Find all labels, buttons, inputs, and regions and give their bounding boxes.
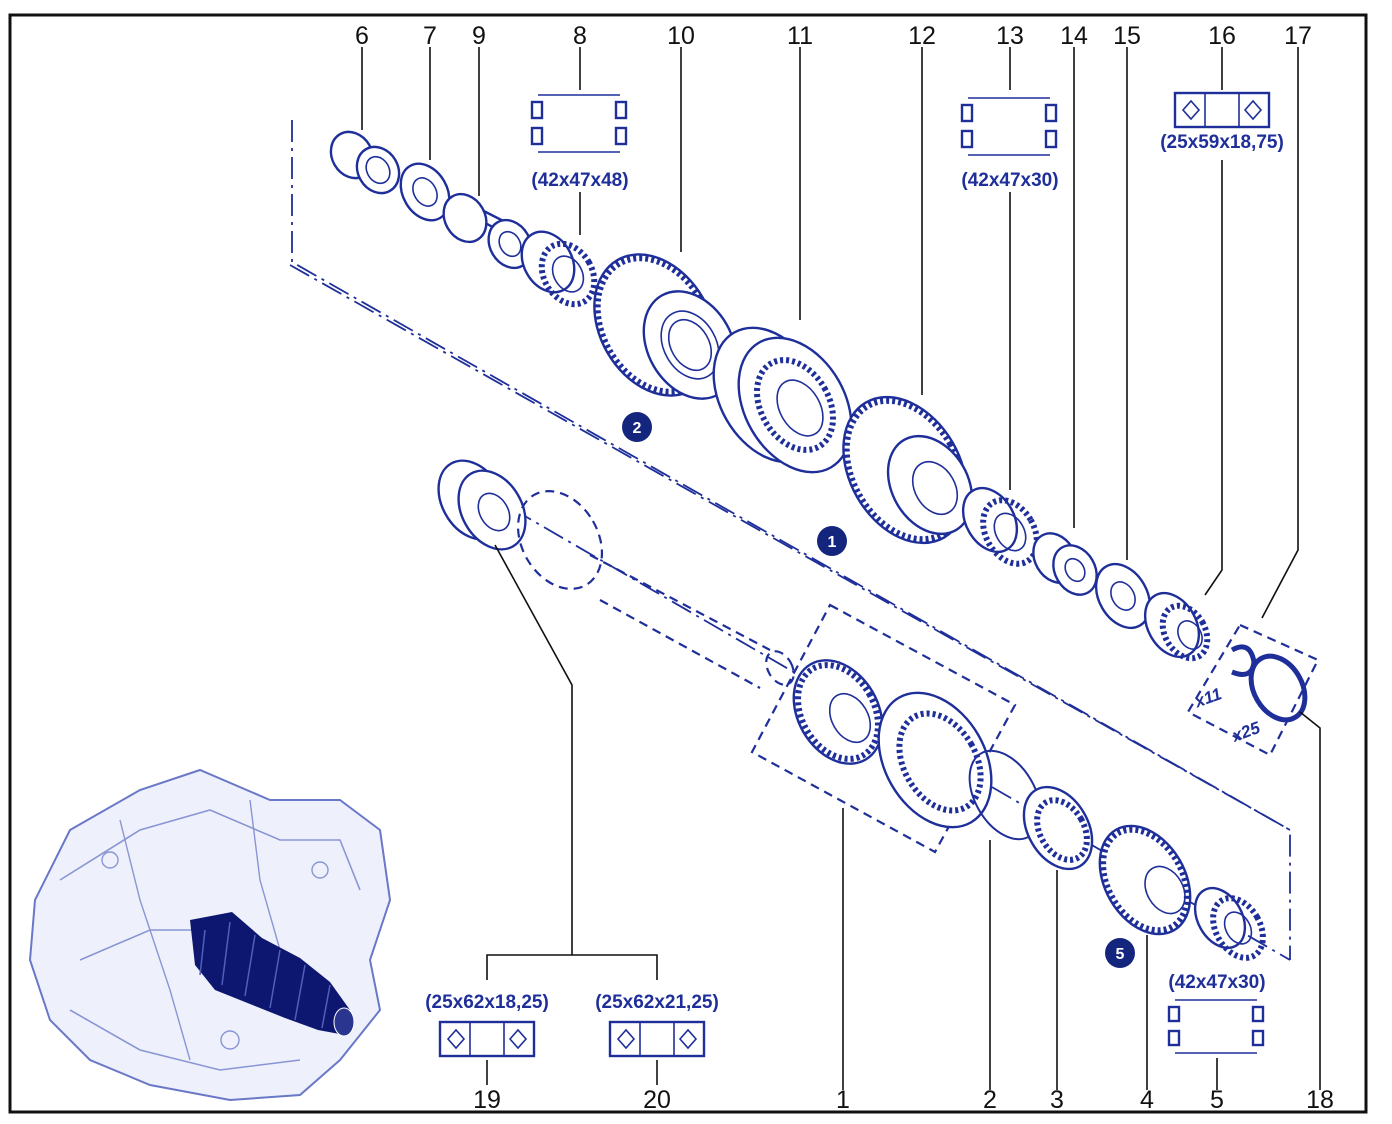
part-16-taper-bearing	[1143, 592, 1211, 662]
part-number-2: 2	[983, 1086, 997, 1114]
part-1-synchro-hub	[792, 659, 993, 829]
dimension-part-16: (25x59x18,75)	[1160, 132, 1284, 153]
frame	[8, 13, 1368, 1114]
needle-bearing-icon	[960, 97, 1058, 156]
taper-bearing-icon	[438, 1020, 536, 1058]
part-number-18: 18	[1306, 1086, 1334, 1114]
part-number-16: 16	[1208, 22, 1236, 50]
gearbox-image	[28, 768, 392, 1102]
part-13-needle-bearing	[961, 487, 1040, 567]
taper-bearing-icon	[1173, 91, 1271, 129]
part-number-11: 11	[787, 22, 813, 50]
leader-16b	[1204, 160, 1223, 596]
assembly-outline	[291, 120, 1291, 960]
leader-18	[1299, 711, 1321, 1090]
badge-first-gear: 1	[817, 526, 847, 556]
part-18-shim	[1248, 653, 1308, 723]
shaft-axis	[289, 264, 1291, 831]
part-6-bushing	[329, 130, 401, 195]
primary-shaft	[516, 490, 795, 689]
part-number-9: 9	[472, 22, 486, 50]
svg-text:2: 2	[633, 420, 642, 437]
part-7-thrust-washer	[399, 162, 451, 222]
part-5-needle-bearing	[1193, 886, 1266, 961]
part-8-needle-bearing	[520, 230, 598, 308]
part-number-14: 14	[1060, 22, 1088, 50]
part-number-10: 10	[667, 22, 695, 50]
part-number-6: 6	[355, 22, 369, 50]
leader-19-20	[486, 954, 658, 980]
part-14-bushing	[1032, 532, 1098, 596]
multiplier-x11: x11	[1191, 684, 1224, 711]
dimension-part-8: (42x47x48)	[531, 170, 628, 191]
dimension-part-19: (25x62x18,25)	[425, 992, 549, 1013]
svg-text:1: 1	[828, 534, 837, 551]
part-15-thrust-washer	[1094, 563, 1152, 629]
part-number-20: 20	[643, 1086, 671, 1114]
badge-second-gear: 2	[622, 412, 652, 442]
drive-shaft-boot	[190, 912, 350, 1035]
part-number-15: 15	[1113, 22, 1141, 50]
taper-bearing-icon	[608, 1020, 706, 1058]
part-number-3: 3	[1050, 1086, 1064, 1114]
leader-17	[1261, 47, 1299, 619]
part-number-19: 19	[473, 1086, 501, 1114]
shim-group-box	[1186, 623, 1320, 757]
part-3-synchro-ring	[1022, 785, 1094, 871]
part-number-17: 17	[1284, 22, 1312, 50]
leader-19-20-stem	[494, 544, 573, 955]
multiplier-x25: x25	[1229, 718, 1264, 746]
part-number-8: 8	[573, 22, 587, 50]
part-number-4: 4	[1140, 1086, 1154, 1114]
part-number-13: 13	[996, 22, 1024, 50]
part-12-first-gear	[842, 395, 974, 545]
needle-bearing-icon	[530, 94, 628, 153]
dimension-part-5: (42x47x30)	[1168, 972, 1265, 993]
part-1-synchro-box	[750, 603, 1017, 854]
part-4-fifth-gear	[1098, 824, 1192, 936]
part-number-7: 7	[423, 22, 437, 50]
part-number-12: 12	[908, 22, 936, 50]
badge-fifth-gear: 5	[1105, 938, 1135, 968]
part-11-synchro-hub	[712, 326, 853, 474]
part-number-1: 1	[836, 1086, 850, 1114]
dimension-part-13: (42x47x30)	[961, 170, 1058, 191]
svg-text:5: 5	[1116, 946, 1125, 963]
part-number-5: 5	[1210, 1086, 1224, 1114]
input-shaft-bearing	[437, 459, 527, 551]
dimension-part-20: (25x62x21,25)	[595, 992, 719, 1013]
needle-bearing-icon	[1167, 999, 1265, 1054]
